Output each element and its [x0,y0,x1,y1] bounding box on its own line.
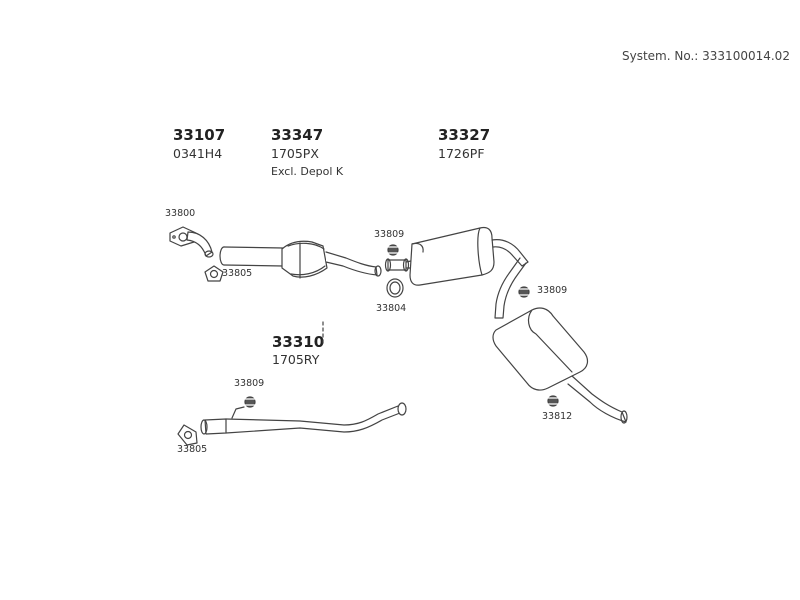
callout-gasket-front: 33800 [165,208,196,219]
callout-gasket-cat: 33805 [222,268,253,279]
system-number: System. No.: 333100014.02 [622,49,790,63]
clamp-rear [518,286,530,298]
catalytic-converter [219,240,382,279]
part-code-catalyst-front: 0341H4 [173,146,223,161]
callout-gasket-alt: 33805 [177,444,208,455]
part-code-front-pipe: 1705RY [272,352,320,367]
rear-silencer [492,307,628,424]
clamp-tail [547,395,559,407]
catalyst-gasket [204,265,224,282]
part-number-front-pipe: 33310 [272,333,325,351]
ring-seal-inner [389,281,401,295]
middle-silencer [409,226,529,319]
front-bend-pipe [186,231,214,258]
part-number-catalyst: 33347 [271,126,324,144]
middle-joint [384,258,417,272]
clamp-alt [244,396,256,408]
clamp-middle [387,244,399,256]
part-number-silencer: 33327 [438,126,491,144]
front-pipe-alt [177,402,407,446]
callout-ring-mid: 33804 [376,303,407,314]
callout-clamp-alt: 33809 [234,378,265,389]
part-code-silencer: 1726PF [438,146,485,161]
callout-clamp-rear: 33809 [537,285,568,296]
callout-clamp-tail: 33812 [542,411,573,422]
part-code-catalyst: 1705PX [271,146,319,161]
part-note-catalyst: Excl. Depol K [271,165,344,178]
callout-clamp-mid: 33809 [374,229,405,240]
part-number-catalyst-front: 33107 [173,126,226,144]
